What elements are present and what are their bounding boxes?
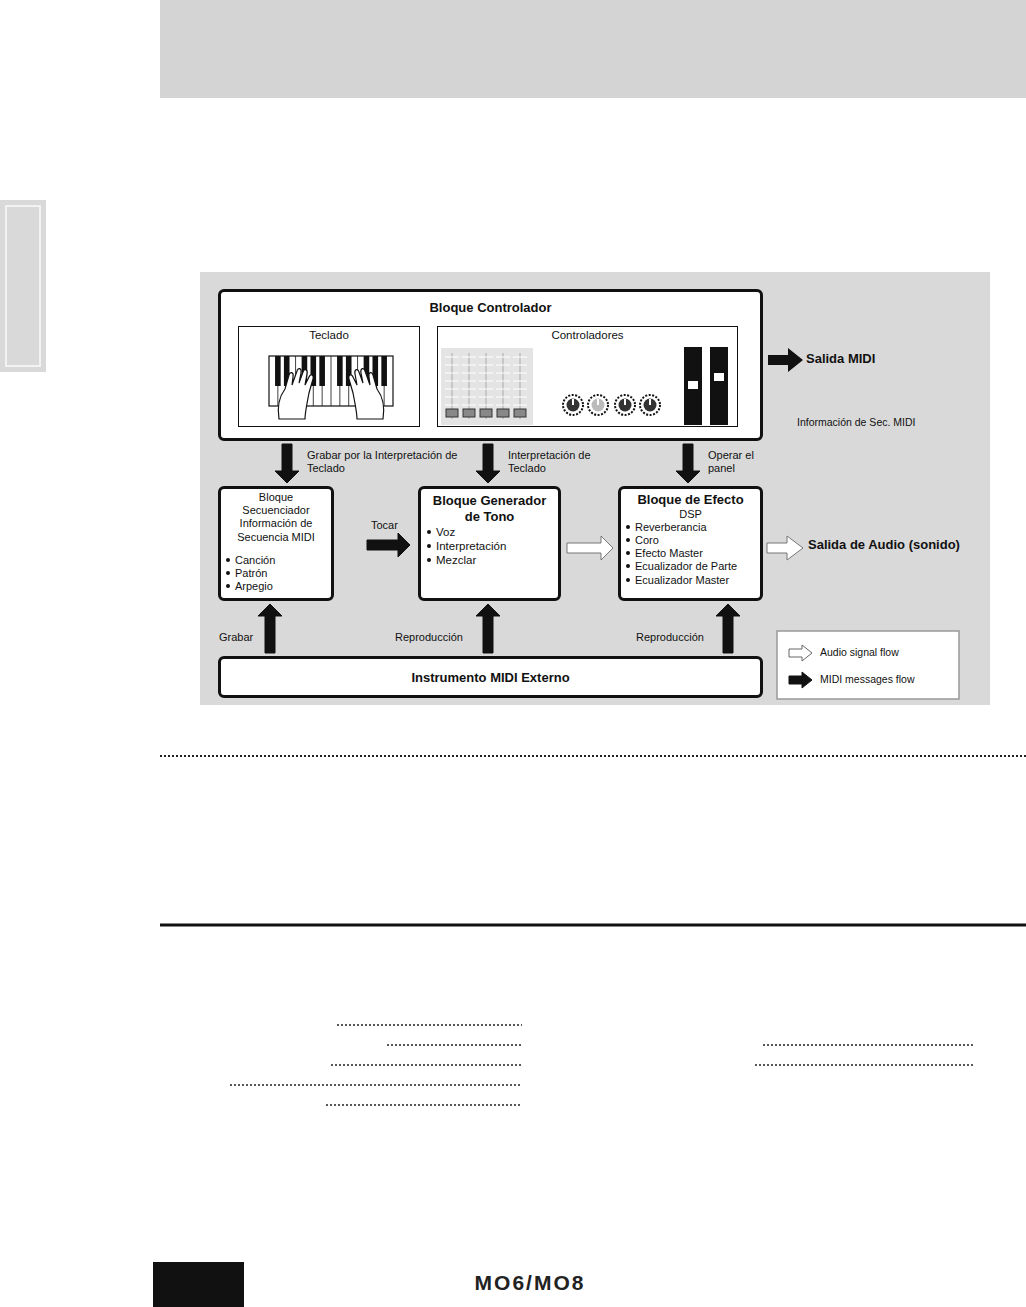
list-item: Ecualizador de Parte [626,560,755,573]
list-item: Interpretación [427,540,552,554]
list-item: Patrón [226,567,326,580]
effect-block: Bloque de EfectoDSPReverberanciaCoroEfec… [618,486,763,601]
block-title: Instrumento MIDI Externo [231,670,750,686]
legend-text: Audio signal flow [820,646,955,658]
list-item: Canción [226,554,326,567]
edge-label: Grabar [219,631,267,644]
midi-flow-arrow [676,444,700,483]
midi-flow-arrow [716,604,740,653]
audio-arrow-sample [788,644,816,662]
bullet-dot [626,564,630,568]
node-text: Interpretación [436,540,506,552]
midi-flow-arrow [258,604,282,653]
bullet-dot [626,525,630,529]
legend-text: MIDI messages flow [820,673,955,685]
node-text: Reverberancia [635,521,707,533]
controllers-illustration [438,327,737,426]
block-title: Bloque Secuenciador Información de Secue… [226,491,326,544]
bullet-dot [626,538,630,542]
block-title: Controladores [442,329,733,343]
note-label: Información de Sec. MIDI [797,416,922,428]
controllers-panel: Controladores [437,326,738,427]
output-label: Salida MIDI [806,352,926,367]
edge-label: Reproducción [395,631,480,644]
audio-flow-arrow [567,536,613,560]
block-title: DSP [626,508,755,521]
list-item: Voz [427,526,552,540]
node-text: Efecto Master [635,547,703,559]
node-text: Ecualizador de Parte [635,560,737,572]
node-text: Canción [235,554,275,566]
controller-block: Bloque Controlador Teclado Controladores [218,289,763,441]
bullet-dot [226,584,230,588]
midi-arrow-sample [788,671,816,689]
node-text: Arpegio [235,580,273,592]
edge-label: Operar el panel [708,449,768,474]
list-item: Efecto Master [626,547,755,560]
edge-label: Reproducción [636,631,721,644]
midi-flow-arrow [476,444,500,483]
edge-label: Grabar por la Interpretación de Teclado [307,449,467,474]
node-text: Bloque Generador de Tono [433,493,546,524]
keyboard-panel: Teclado [238,326,420,427]
block-title: Bloque Controlador [231,300,750,316]
block-title: Teclado [243,329,415,343]
bullet-dot [427,558,431,562]
node-text: Coro [635,534,659,546]
block-title: Bloque de Efecto [626,492,755,508]
product-logo: MO6/MO8 [450,1271,610,1295]
node-text: DSP [679,508,702,520]
list-item: Reverberancia [626,521,755,534]
edge-label: Interpretación de Teclado [508,449,608,474]
output-label: Salida de Audio (sonido) [808,538,1023,553]
node-text: Instrumento MIDI Externo [411,670,569,685]
midi-flow-arrow [275,444,299,483]
list-item: Mezclar [427,554,552,568]
bullet-dot [626,578,630,582]
bullet-dot [626,551,630,555]
node-text: Voz [436,526,455,538]
midi-flow-arrow [476,604,500,653]
list-item: Ecualizador Master [626,574,755,587]
node-text: Mezclar [436,554,476,566]
external-midi-block: Instrumento MIDI Externo [218,656,763,698]
node-text: Teclado [309,329,349,341]
sequencer-block: Bloque Secuenciador Información de Secue… [218,486,334,601]
bullet-dot [427,530,431,534]
keyboard-illustration [239,327,419,426]
list-item: Coro [626,534,755,547]
midi-flow-arrow [367,533,410,557]
node-text: Controladores [551,329,623,341]
block-title: Bloque Generador de Tono [427,493,552,524]
node-text: Patrón [235,567,267,579]
list-item: Arpegio [226,580,326,593]
node-text: Bloque Controlador [429,300,551,315]
tone-generator-block: Bloque Generador de TonoVozInterpretació… [418,486,561,601]
bullet-dot [427,544,431,548]
edge-label: Tocar [371,519,421,532]
node-text: Ecualizador Master [635,574,729,586]
node-text: Bloque de Efecto [637,492,743,507]
node-text: Bloque Secuenciador Información de Secue… [237,491,315,543]
bullet-dot [226,558,230,562]
bullet-dot [226,571,230,575]
